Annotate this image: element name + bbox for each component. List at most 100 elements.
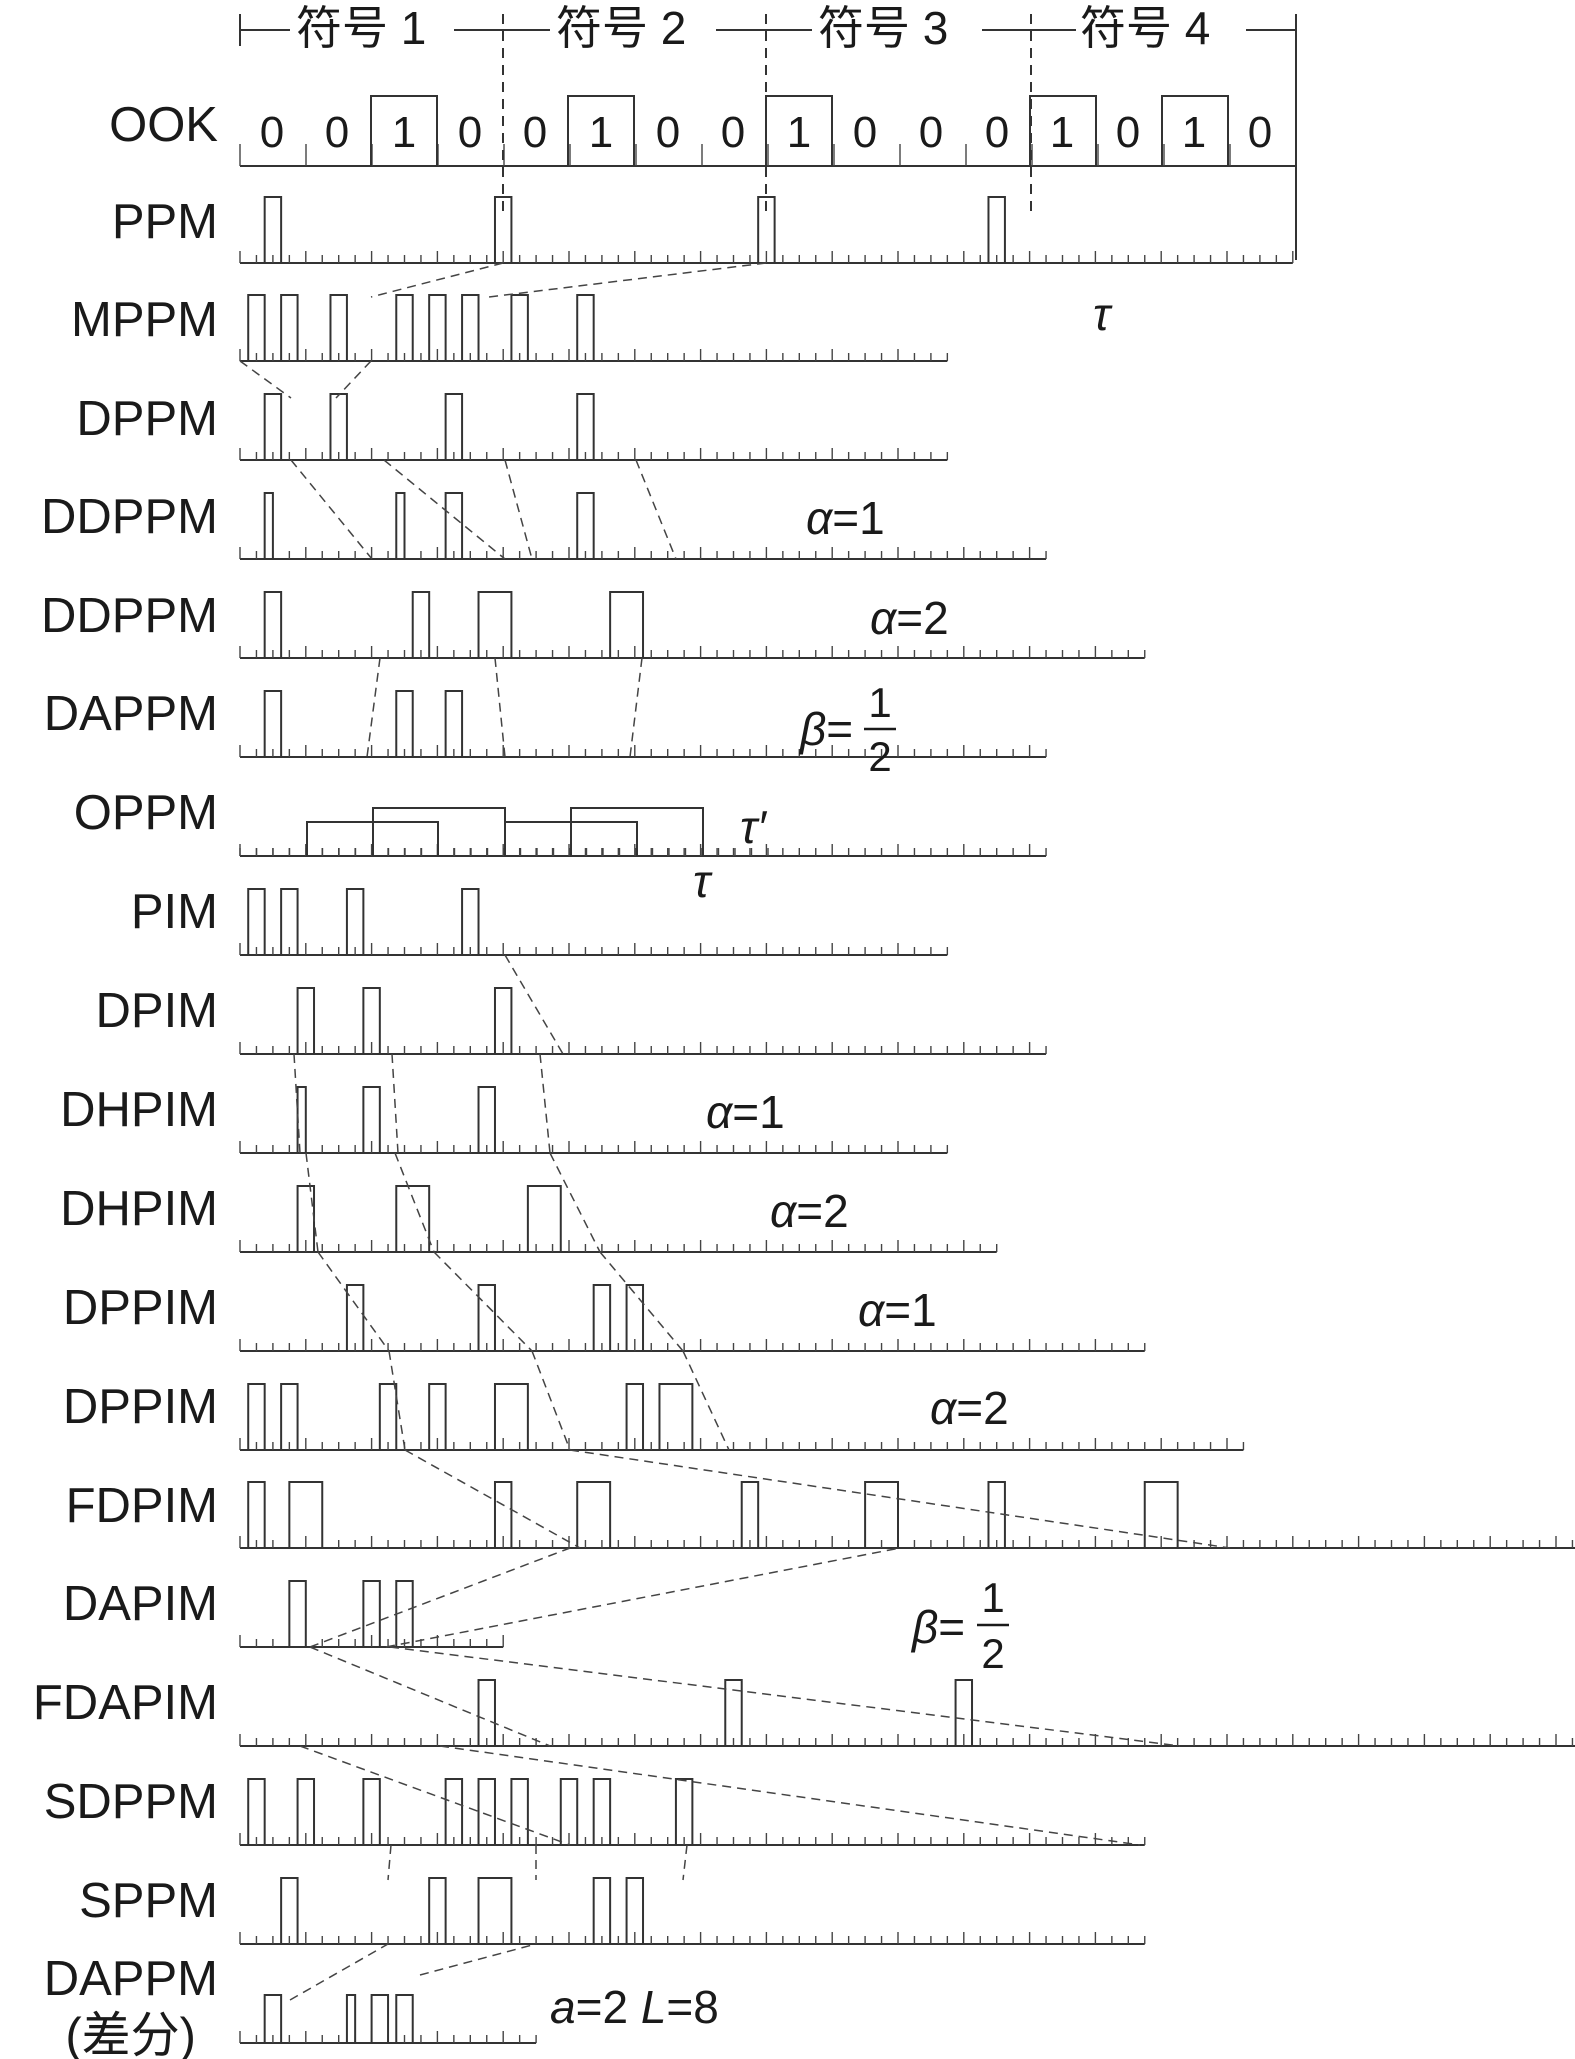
dashed-link	[385, 1547, 901, 1648]
dappm-beta-num: 1	[868, 679, 891, 726]
dashed-link	[309, 1646, 551, 1747]
row-label-mppm: MPPM	[71, 293, 218, 347]
pulse	[625, 1284, 645, 1351]
pulse	[625, 1383, 645, 1450]
pulse	[954, 1679, 974, 1746]
row-label-dappm: DAPPM	[44, 687, 218, 741]
dashed-link	[335, 360, 372, 399]
dashed-link	[290, 459, 373, 560]
pulse	[263, 196, 283, 263]
pulse	[864, 1481, 899, 1548]
pulse	[477, 1778, 496, 1845]
ook-pulse	[567, 95, 635, 166]
signal-baselines	[240, 165, 1575, 2044]
pulse	[674, 1778, 694, 1845]
ook-pulse	[370, 95, 438, 166]
pulse	[559, 1778, 579, 1845]
row-label-dppm: DPPM	[76, 392, 218, 446]
ook-bit: 0	[1248, 108, 1272, 157]
dashed-link	[549, 1152, 601, 1253]
dapim-beta: β=	[910, 1601, 965, 1653]
tau-prime-label: τ′	[740, 801, 767, 853]
annotations: τ τ′ τ α=1 α=2 β= 1 2 α=1 α=2 α=1 α=2 β=…	[550, 288, 1113, 2033]
symbol-label-1: 符号 1	[296, 2, 426, 54]
ook-pulse	[765, 95, 833, 166]
pulse	[395, 690, 414, 757]
dashed-link	[305, 1152, 319, 1253]
dapim-beta-den: 2	[981, 1630, 1004, 1677]
ook-bit: 1	[1182, 108, 1206, 157]
pulse	[247, 1383, 266, 1450]
pulse	[576, 1481, 612, 1548]
ddppm-alpha1: α=1	[806, 492, 885, 544]
row-label-dppim-1: DPPIM	[63, 1281, 218, 1335]
dashed-link	[293, 1053, 301, 1154]
ook-pulse	[1161, 95, 1229, 166]
pulse	[658, 1383, 694, 1450]
dashed-link	[531, 1350, 571, 1451]
ook-bit: 1	[1050, 108, 1074, 157]
row-label-dapim: DAPIM	[63, 1577, 218, 1631]
pulse	[428, 1877, 447, 1944]
pulse	[428, 1383, 447, 1450]
pulse	[296, 987, 316, 1054]
pulse	[362, 1580, 381, 1647]
ook-bit: 1	[787, 108, 811, 157]
dashed-link	[388, 1350, 406, 1451]
pulse	[280, 294, 299, 361]
pulse	[526, 1185, 562, 1252]
row-label-sppm: SPPM	[79, 1874, 218, 1928]
pulse	[987, 1481, 1006, 1548]
pulse	[280, 1877, 299, 1944]
pulse	[576, 294, 595, 361]
pulse	[428, 294, 447, 361]
dashed-link	[419, 1943, 537, 1976]
pulse	[345, 1994, 357, 2043]
pulse	[362, 987, 381, 1054]
dappm-beta: β=	[798, 703, 853, 755]
tau-label-oppm: τ	[693, 855, 713, 907]
dashed-link	[239, 360, 292, 399]
pulse	[444, 1778, 464, 1845]
dashed-link	[317, 1251, 390, 1352]
pulse	[477, 591, 513, 658]
row-label-ddppm-1: DDPPM	[41, 490, 218, 544]
dashed-link	[539, 1053, 551, 1154]
pulse	[444, 690, 464, 757]
ook-bit: 0	[985, 108, 1009, 157]
pulse	[757, 196, 776, 263]
pulse	[288, 1580, 307, 1647]
row-label-dppim-2: DPPIM	[63, 1380, 218, 1434]
row-sublabel-diff: (差分)	[65, 2009, 196, 2059]
pulse	[493, 196, 513, 263]
pulse	[263, 690, 283, 757]
row-label-pim: PIM	[131, 885, 218, 939]
pulse	[576, 393, 595, 460]
dashed-link	[391, 1053, 399, 1154]
dppim-alpha1: α=1	[858, 1284, 937, 1336]
pulse	[329, 294, 348, 361]
pulse	[370, 1994, 390, 2043]
pulse	[592, 1778, 612, 1845]
slot-ticks	[239, 144, 1574, 2043]
pulse	[395, 492, 406, 559]
ook-bit: 0	[260, 108, 284, 157]
pulse	[461, 888, 480, 955]
ook-bit: 0	[853, 108, 877, 157]
pulse	[493, 1481, 513, 1548]
pulse	[280, 888, 299, 955]
pulse	[247, 294, 266, 361]
dashed-link	[488, 262, 767, 298]
dashed-link	[394, 1152, 435, 1253]
symbol-label-3: 符号 3	[818, 2, 948, 54]
dapim-beta-num: 1	[981, 1574, 1004, 1621]
ddppm-alpha2: α=2	[870, 592, 949, 644]
dashed-link	[383, 459, 506, 560]
ook-bits: 0 0 1 0 0 1 0 0 1 0 0 0 1 0 1 0	[260, 108, 1272, 157]
dashed-link	[370, 262, 504, 298]
pulse	[345, 888, 365, 955]
dashed-link	[366, 657, 381, 758]
pulse	[362, 1086, 381, 1153]
dhpim-alpha1: α=1	[706, 1086, 785, 1138]
